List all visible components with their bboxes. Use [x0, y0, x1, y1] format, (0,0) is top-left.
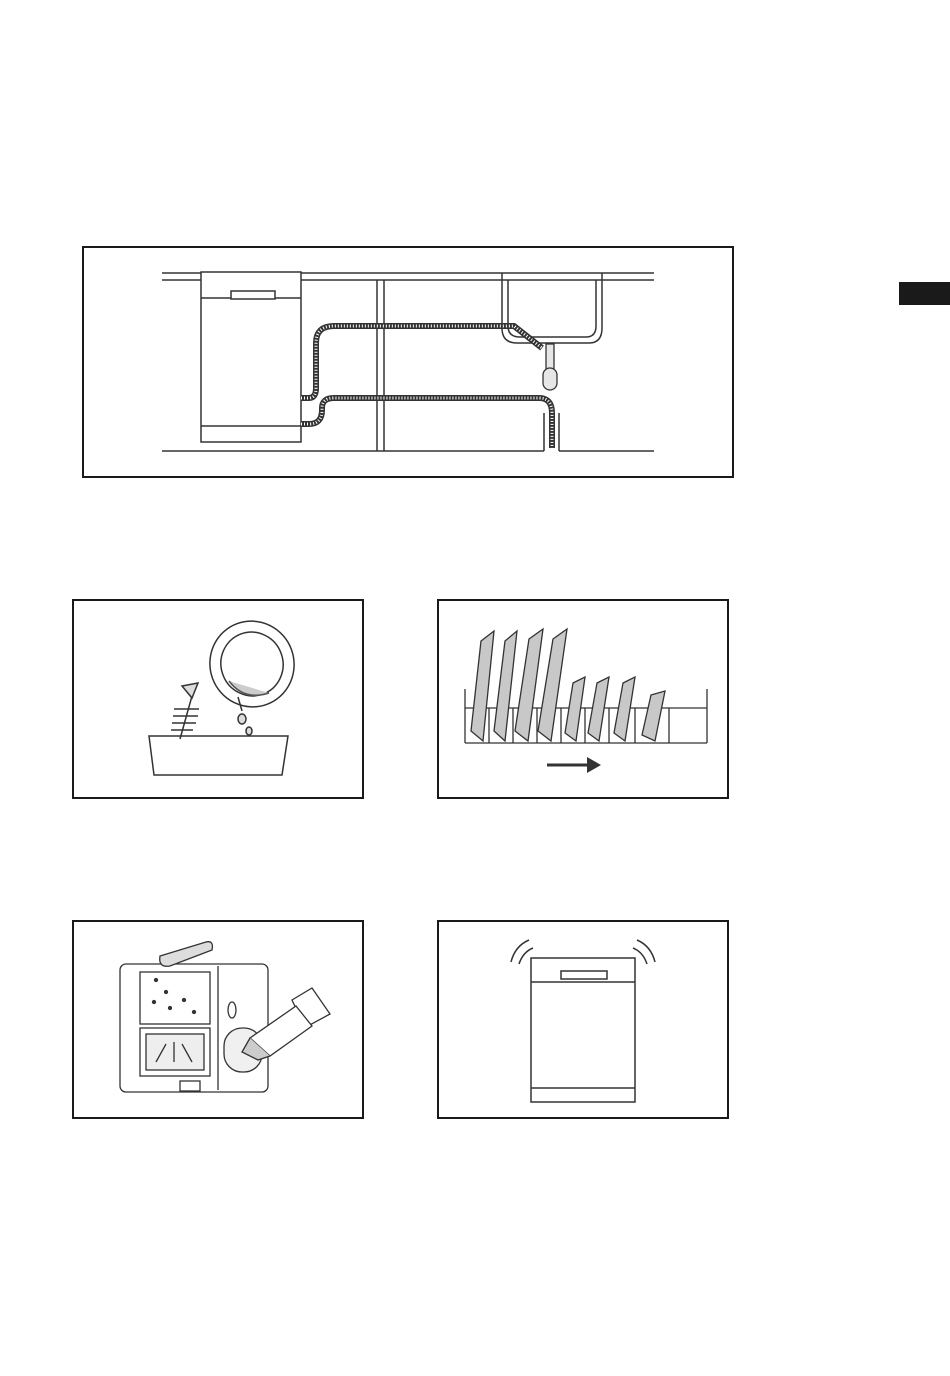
- scrape-food-illustration: [74, 601, 362, 797]
- dispenser-icon: [120, 964, 268, 1092]
- installation-figure: [82, 246, 734, 478]
- dishwasher-icon: [201, 272, 301, 442]
- sink-icon: [502, 273, 602, 343]
- fish-bone-icon: [171, 683, 199, 739]
- dishwasher-icon: [531, 958, 635, 1102]
- load-dishes-illustration: [439, 601, 727, 797]
- siphon-icon: [543, 344, 557, 390]
- dishwasher-sound-illustration: [439, 922, 727, 1117]
- dishwasher-sound-figure: [437, 920, 729, 1119]
- load-dishes-figure: [437, 599, 729, 799]
- detergent-figure: [72, 920, 364, 1119]
- plate-icon: [198, 609, 306, 735]
- bin-icon: [149, 736, 288, 775]
- drain-hose-icon: [301, 326, 552, 448]
- arrow-right-icon: [547, 757, 601, 773]
- section-tab: [899, 282, 950, 305]
- installation-illustration: [84, 248, 732, 476]
- detergent-illustration: [74, 922, 362, 1117]
- scrape-food-figure: [72, 599, 364, 799]
- plates-icon: [471, 629, 665, 741]
